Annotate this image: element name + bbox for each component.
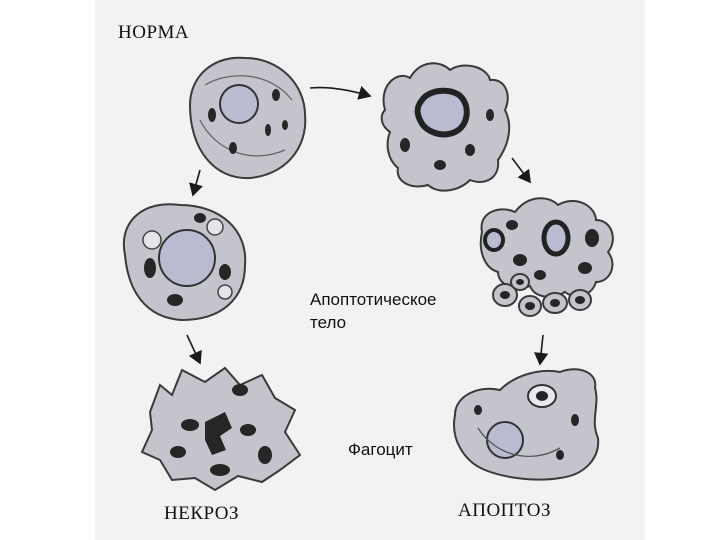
normal-cell-nucleus <box>219 84 259 124</box>
arrow-bodies-to-phagocyte <box>533 334 549 366</box>
apoptotic-cell-nucleus <box>414 87 470 138</box>
arrow-normal-to-apoptosis <box>309 85 372 100</box>
arrow-apoptosis-to-fragment <box>511 157 531 184</box>
normal-cell <box>188 56 307 180</box>
label-apoptotic-body: Апоптотическое тело <box>310 288 437 334</box>
phagocyte-nucleus <box>486 421 524 459</box>
phagocyte-cell <box>453 368 600 481</box>
apoptotic-bodies <box>492 273 592 317</box>
label-apoptotic-body-line2: тело <box>310 313 347 332</box>
arrow-normal-to-swollen <box>189 169 203 197</box>
label-apoptotic-body-line1: Апоптотическое <box>310 290 437 309</box>
necrotic-cell <box>140 366 302 492</box>
apoptotic-cell-fragmenting <box>479 197 614 298</box>
label-phagocyte: Фагоцит <box>348 440 413 459</box>
label-normal: НОРМА <box>118 22 190 43</box>
label-necrosis: НЕКРОЗ <box>164 503 240 524</box>
swollen-cell-nucleus <box>158 229 216 287</box>
arrow-swollen-to-necrosis <box>186 334 202 365</box>
swollen-cell <box>122 203 247 322</box>
label-apoptosis: АПОПТОЗ <box>458 500 551 521</box>
apoptotic-cell-stage1 <box>380 62 511 192</box>
